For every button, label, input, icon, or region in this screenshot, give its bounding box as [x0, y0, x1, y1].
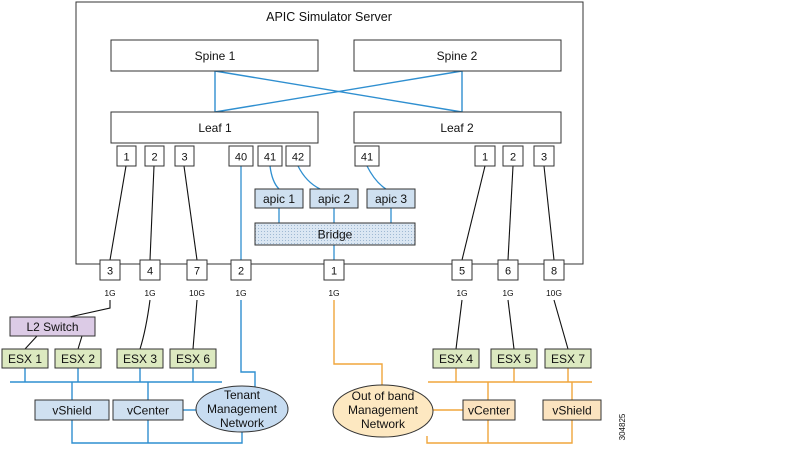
external-port-speed: 1G — [104, 288, 115, 298]
leaf-server-links — [109, 165, 555, 261]
figure-code: 304825 — [618, 413, 627, 440]
leaf-1: Leaf 1 — [110, 111, 319, 144]
external-port-label: 4 — [147, 266, 153, 278]
external-port-speed: 1G — [235, 288, 246, 298]
apic-3-label: apic 3 — [375, 192, 407, 206]
external-port-label: 3 — [107, 266, 113, 278]
leaf-2-port: 3 — [541, 152, 547, 164]
external-port-label: 1 — [331, 266, 337, 278]
leaf-1-port: 1 — [123, 152, 129, 164]
leaf-2: Leaf 2 — [353, 111, 562, 144]
oob-network-line-1: Out of band — [352, 389, 415, 403]
server-title: APIC Simulator Server — [266, 10, 392, 24]
apic-1-label: apic 1 — [263, 192, 295, 206]
vshield-left-label: vShield — [52, 404, 91, 418]
esx-host-label: ESX 7 — [551, 352, 585, 366]
leaf-1-port: 40 — [235, 152, 247, 164]
tenant-network-line-2: Management — [207, 402, 278, 416]
leaf-2-port: 1 — [482, 152, 488, 164]
tenant-network-links — [10, 300, 256, 444]
spine-1-label: Spine 1 — [195, 49, 236, 63]
vms-left: vShield vCenter — [34, 399, 184, 421]
vcenter-right-label: vCenter — [468, 404, 510, 418]
l2-switch: L2 Switch — [9, 316, 96, 337]
oob-network-line-3: Network — [361, 417, 406, 431]
esx-hosts-right: ESX 4 ESX 5 ESX 7 — [432, 348, 592, 369]
tenant-network-line-3: Network — [220, 416, 265, 430]
leaf-1-label: Leaf 1 — [198, 121, 232, 135]
leaf-2-ports: 41 1 2 3 — [354, 145, 555, 167]
external-port-speed: 1G — [144, 288, 155, 298]
leaf-1-port: 41 — [264, 152, 276, 164]
tenant-management-network: Tenant Management Network — [195, 385, 289, 433]
apic-bridge-links — [278, 208, 392, 260]
tenant-network-line-1: Tenant — [224, 388, 261, 402]
spine-2-label: Spine 2 — [437, 49, 478, 63]
external-port-label: 7 — [194, 266, 200, 278]
apic-2: apic 2 — [309, 188, 359, 209]
external-port-speed: 1G — [502, 288, 513, 298]
external-port-speed: 1G — [328, 288, 339, 298]
leaf-1-port: 2 — [151, 152, 157, 164]
vms-right: vCenter vShield — [462, 399, 602, 421]
esx-host-label: ESX 6 — [176, 352, 210, 366]
external-port-speed: 1G — [456, 288, 467, 298]
bridge: Bridge — [254, 222, 416, 246]
leaf-1-port: 3 — [181, 152, 187, 164]
leaf-2-label: Leaf 2 — [440, 121, 474, 135]
leaf-1-ports: 1 2 3 40 41 42 — [116, 145, 311, 167]
leaf-2-port: 41 — [361, 152, 373, 164]
esx-host-label: ESX 3 — [123, 352, 157, 366]
oob-network-links — [333, 300, 592, 444]
external-port-label: 6 — [505, 266, 511, 278]
spine-2: Spine 2 — [353, 39, 562, 72]
bridge-label: Bridge — [318, 228, 353, 242]
spine-leaf-links — [214, 70, 463, 113]
esx-host-label: ESX 5 — [497, 352, 531, 366]
apic-3: apic 3 — [366, 188, 416, 209]
external-port-label: 2 — [238, 266, 244, 278]
l2-switch-label: L2 Switch — [26, 320, 78, 334]
vshield-right-label: vShield — [552, 404, 591, 418]
external-port-label: 8 — [551, 266, 557, 278]
leaf-2-port: 2 — [510, 152, 516, 164]
apic-1: apic 1 — [254, 188, 304, 209]
vcenter-left-label: vCenter — [127, 404, 169, 418]
external-black-links — [24, 299, 569, 350]
external-ports: 3 1G 4 1G 7 10G 2 1G 1 1G 5 1G 6 1G 8 10… — [99, 259, 565, 298]
apic-2-label: apic 2 — [318, 192, 350, 206]
external-port-speed: 10G — [189, 288, 205, 298]
oob-management-network: Out of band Management Network — [332, 384, 434, 438]
esx-host-label: ESX 1 — [8, 352, 42, 366]
external-port-label: 5 — [459, 266, 465, 278]
esx-host-label: ESX 4 — [439, 352, 473, 366]
leaf-1-port: 42 — [292, 152, 304, 164]
leaf-apic-links — [240, 165, 387, 260]
oob-network-line-2: Management — [348, 403, 419, 417]
spine-1: Spine 1 — [110, 39, 319, 72]
esx-hosts-left: ESX 1 ESX 2 ESX 3 ESX 6 — [1, 348, 217, 369]
esx-host-label: ESX 2 — [61, 352, 95, 366]
external-port-speed: 10G — [546, 288, 562, 298]
